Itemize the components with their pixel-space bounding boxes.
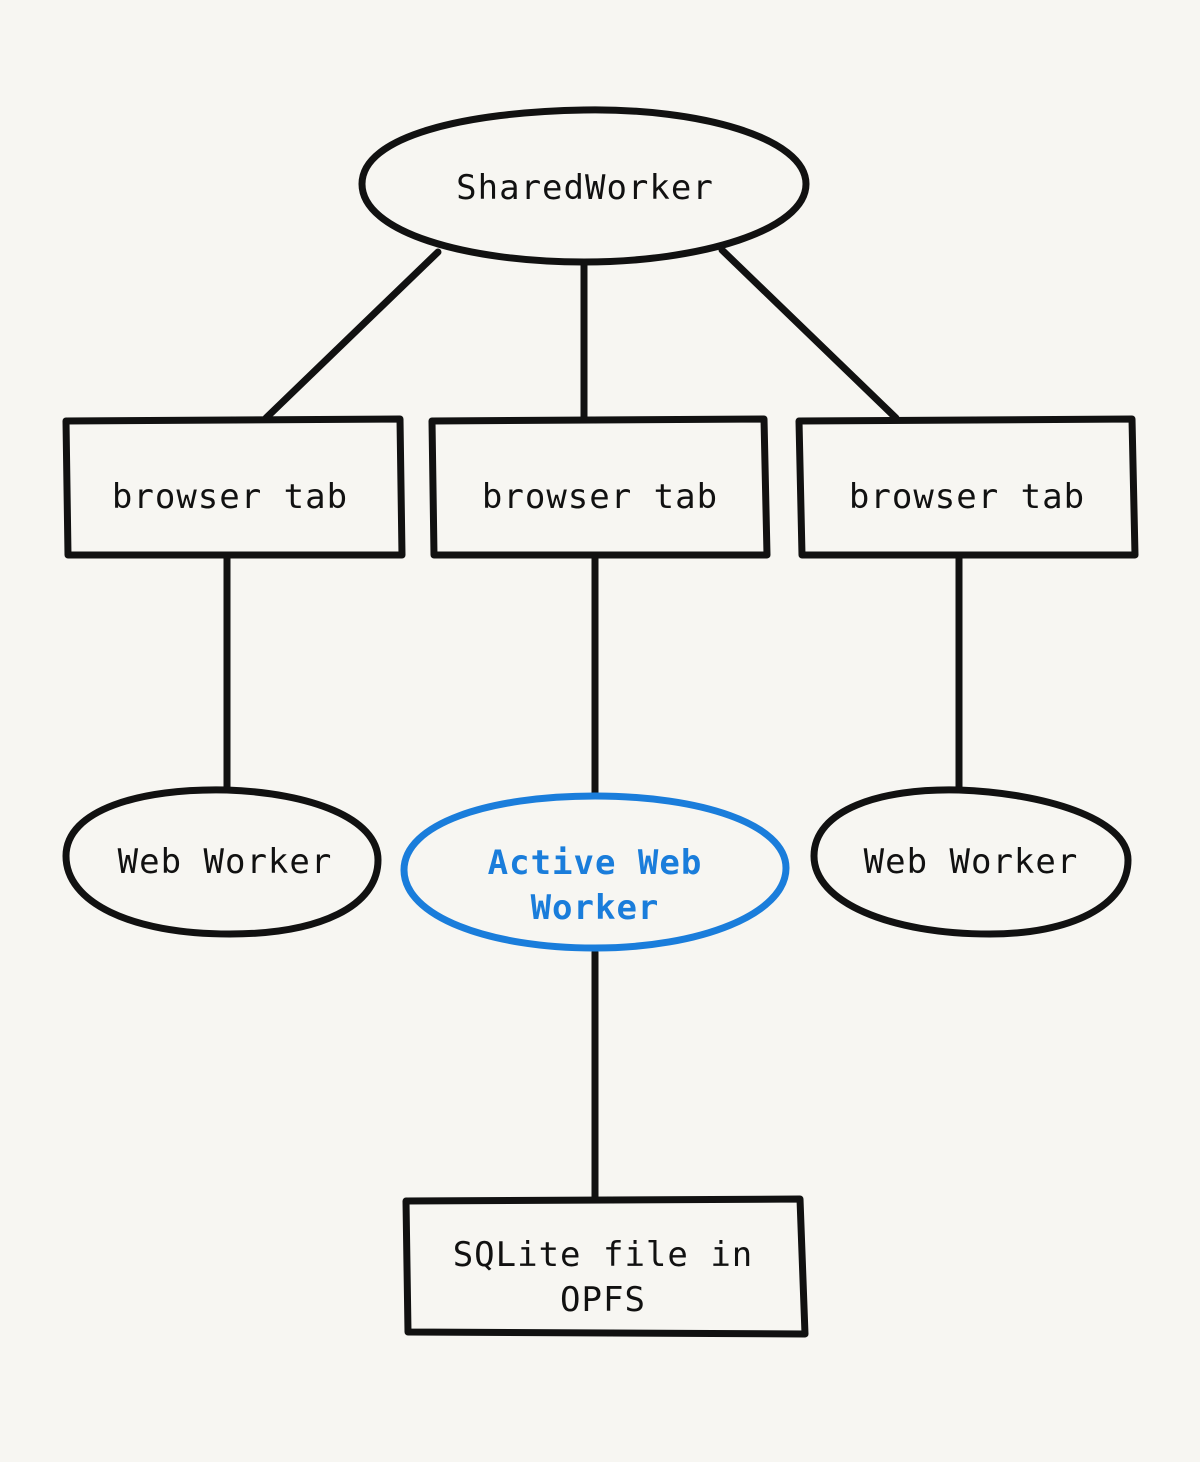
active-web-worker-ellipse bbox=[400, 792, 790, 952]
web-worker-right-ellipse bbox=[810, 786, 1132, 938]
browser-tab-right-box bbox=[795, 415, 1139, 559]
web-worker-right-label: Web Worker bbox=[864, 842, 1079, 882]
web-worker-right: Web Worker bbox=[810, 786, 1132, 938]
browser-tab-middle-box bbox=[428, 415, 771, 559]
browser-tab-middle-label: browser tab bbox=[482, 477, 718, 517]
web-worker-left-ellipse bbox=[62, 786, 382, 938]
sqlite-opfs-label-line1: SQLite file in bbox=[453, 1235, 754, 1275]
active-web-worker: Active Web Worker bbox=[400, 792, 790, 952]
connector-shared-to-tab-left bbox=[262, 248, 442, 422]
browser-tab-left: browser tab bbox=[62, 415, 406, 559]
browser-tab-left-label: browser tab bbox=[112, 477, 348, 517]
browser-tab-middle: browser tab bbox=[428, 415, 771, 559]
connector-shared-to-tab-right bbox=[718, 246, 900, 422]
browser-tab-right-label: browser tab bbox=[849, 477, 1085, 517]
shared-worker-label: SharedWorker bbox=[456, 168, 714, 208]
browser-tab-left-box bbox=[62, 415, 406, 559]
sqlite-opfs-box bbox=[402, 1195, 809, 1338]
web-worker-left-label: Web Worker bbox=[118, 842, 333, 882]
browser-tab-right: browser tab bbox=[795, 415, 1139, 559]
active-web-worker-label-line1: Active Web bbox=[488, 843, 703, 883]
sqlite-opfs-node: SQLite file in OPFS bbox=[402, 1195, 809, 1338]
web-worker-left: Web Worker bbox=[62, 786, 382, 938]
sqlite-opfs-label-line2: OPFS bbox=[560, 1280, 646, 1320]
shared-worker-ellipse bbox=[358, 106, 810, 266]
active-web-worker-label-line2: Worker bbox=[531, 888, 660, 928]
shared-worker-node: SharedWorker bbox=[358, 106, 810, 266]
